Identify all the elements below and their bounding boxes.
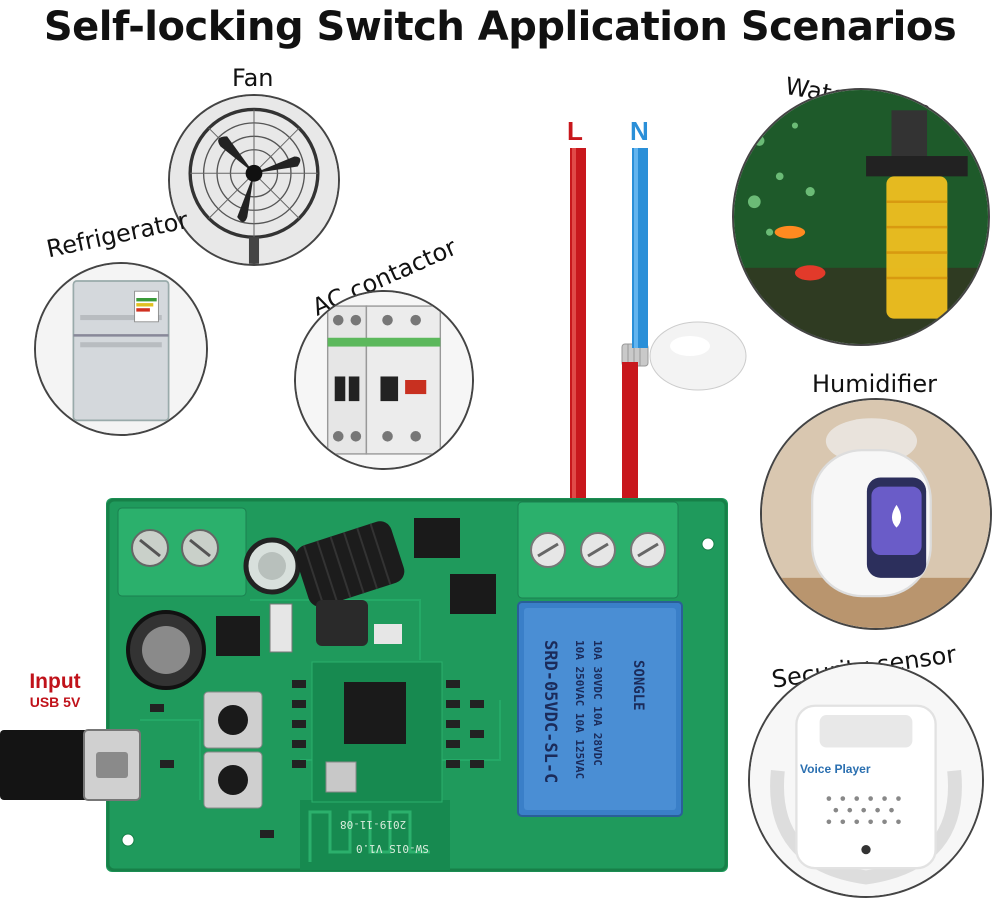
relay-model: SRD-05VDC-SL-C	[540, 640, 560, 784]
main-chip	[344, 682, 406, 744]
humidifier-icon	[762, 400, 990, 628]
input-label: Input USB 5V	[10, 670, 100, 710]
refrigerator-image	[34, 262, 208, 436]
board-version-silk: SW-01S V1.0	[356, 842, 429, 855]
sensor-voice-player-text: Voice Player	[800, 762, 871, 776]
ic-chip-top	[414, 518, 460, 558]
security-sensor-image	[748, 662, 984, 898]
ac-contactor-image	[294, 290, 474, 470]
label-fan: Fan	[232, 64, 274, 92]
motion-sensor-icon	[750, 664, 982, 896]
input-label-line2: USB 5V	[29, 694, 81, 710]
board-date-silk: 2019-11-08	[340, 818, 407, 831]
wire-label-neutral: N	[630, 116, 649, 146]
humidifier-image	[760, 398, 992, 630]
label-humidifier: Humidifier	[812, 370, 937, 398]
live-wire-to-board	[622, 362, 638, 508]
usb-cable	[0, 730, 94, 800]
breaker-icon	[296, 292, 472, 468]
relay-rating-2: 10A 30VDC 10A 28VDC	[591, 640, 604, 766]
fan-icon	[170, 96, 338, 264]
light-bulb-icon	[621, 321, 747, 391]
wire-label-live: L	[567, 116, 583, 146]
relay-brand: SONGLE	[630, 660, 646, 711]
relay-rating-1: 10A 250VAC 10A 125VAC	[573, 640, 586, 780]
input-label-line1: Input	[29, 670, 81, 693]
refrigerator-icon	[36, 264, 206, 434]
fan-image	[168, 94, 340, 266]
page-title: Self-locking Switch Application Scenario…	[43, 4, 957, 50]
